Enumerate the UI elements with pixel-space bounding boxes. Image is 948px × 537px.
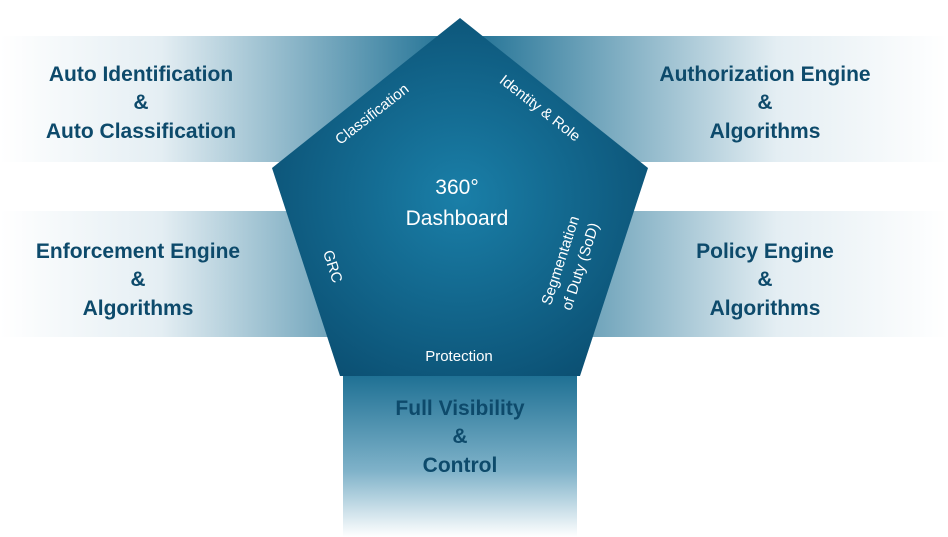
band-top-left-line3: Auto Classification — [46, 120, 236, 143]
band-mid-left-line1: Enforcement Engine — [36, 240, 240, 263]
band-top-right-line2: & — [757, 91, 772, 114]
band-top-left-line2: & — [133, 91, 148, 114]
band-text-mid-left: Enforcement Engine & Algorithms — [36, 240, 240, 320]
center-title-line2: Dashboard — [406, 207, 509, 230]
band-bottom-line2: & — [452, 425, 467, 448]
center-title-line1: 360° — [435, 176, 478, 199]
band-mid-right-line2: & — [757, 268, 772, 291]
band-text-top-right: Authorization Engine & Algorithms — [659, 63, 870, 143]
band-top-left-line1: Auto Identification — [49, 63, 233, 86]
pentagon — [272, 18, 648, 376]
band-bottom-line1: Full Visibility — [395, 397, 524, 420]
facet-protection: Protection — [425, 348, 493, 365]
band-mid-right-line1: Policy Engine — [696, 240, 834, 263]
band-mid-right-line3: Algorithms — [710, 297, 821, 320]
band-text-top-left: Auto Identification & Auto Classificatio… — [46, 63, 236, 143]
band-mid-left-line2: & — [130, 268, 145, 291]
band-text-mid-right: Policy Engine & Algorithms — [696, 240, 834, 320]
band-top-right-line3: Algorithms — [710, 120, 821, 143]
band-bottom-line3: Control — [423, 454, 498, 477]
band-bottom — [343, 372, 577, 537]
band-text-bottom: Full Visibility & Control — [395, 397, 524, 477]
band-top-right-line1: Authorization Engine — [659, 63, 870, 86]
band-mid-left-line3: Algorithms — [83, 297, 194, 320]
